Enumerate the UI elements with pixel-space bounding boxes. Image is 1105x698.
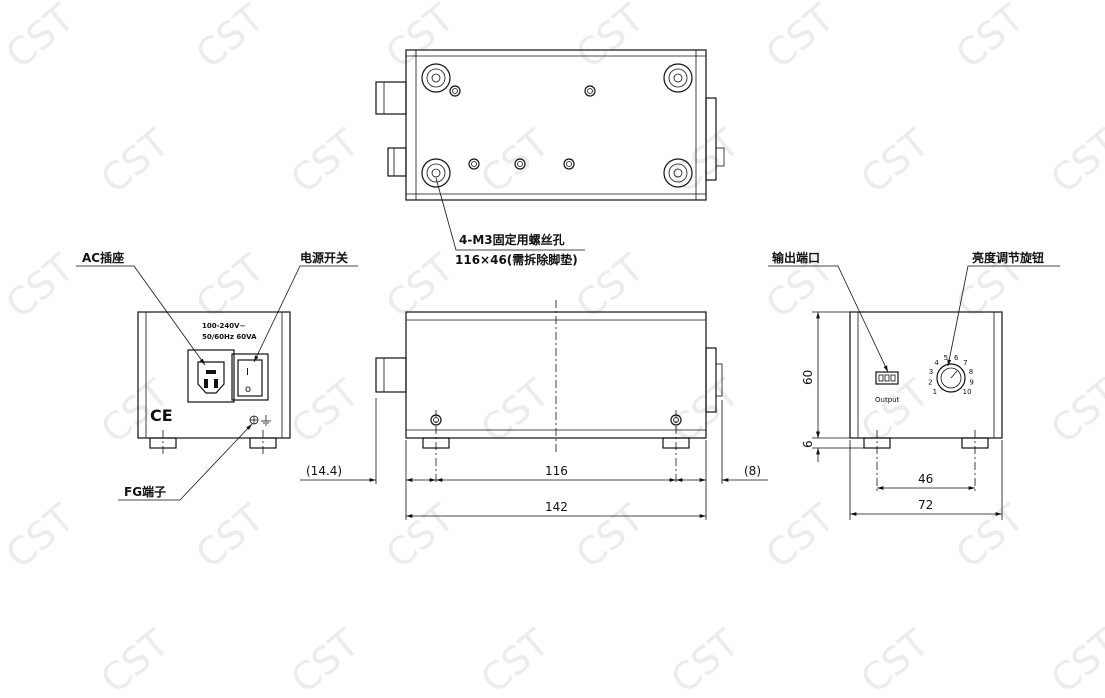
output-text: Output xyxy=(875,396,900,404)
dim-total-length: 142 xyxy=(545,500,568,514)
dim-right-offset: (8) xyxy=(744,464,761,478)
knob-scale-number: 6 xyxy=(954,354,959,362)
switch-on-mark: I xyxy=(246,367,249,378)
dim-foot-height: 6 xyxy=(801,440,815,448)
watermark-text: CST xyxy=(378,245,463,327)
mount-size-label: 116×46(需拆除脚垫) xyxy=(455,252,578,267)
knob-scale-number: 5 xyxy=(944,354,948,362)
output-port: Output xyxy=(875,371,900,404)
watermark-text: CST xyxy=(948,495,1033,577)
watermark-text: CST xyxy=(853,370,938,452)
dim-total-width: 72 xyxy=(918,498,933,512)
side-view: (14.4) 116 (8) 142 xyxy=(300,300,768,520)
dim-mount-spacing: 116 xyxy=(545,464,568,478)
watermark-text: CST xyxy=(0,0,83,77)
watermark-text: CST xyxy=(283,120,368,202)
watermark-text: CST xyxy=(93,620,178,698)
watermark-text: CST xyxy=(1043,120,1105,202)
knob-scale-number: 1 xyxy=(933,388,937,396)
output-port-label: 输出端口 xyxy=(772,250,820,265)
watermark-text: CST xyxy=(853,120,938,202)
rating-line-1: 100-240V~ xyxy=(202,322,246,330)
foot-top-right xyxy=(663,63,693,93)
watermark-text: CST xyxy=(1043,370,1105,452)
mount-holes-label: 4-M3固定用螺丝孔 xyxy=(459,232,565,247)
brightness-knob-label: 亮度调节旋钮 xyxy=(972,250,1044,265)
watermark-text: CST xyxy=(758,495,843,577)
watermark-text: CST xyxy=(758,0,843,77)
watermark-text: CST xyxy=(188,245,273,327)
watermark-text: CST xyxy=(378,495,463,577)
watermark-text: CST xyxy=(283,370,368,452)
watermark-text: CST xyxy=(0,245,83,327)
watermark-text: CST xyxy=(1043,620,1105,698)
watermark-text: CST xyxy=(568,495,653,577)
watermark-text: CST xyxy=(663,370,748,452)
knob-scale-number: 10 xyxy=(963,388,972,396)
ac-socket xyxy=(187,349,235,403)
dim-left-offset: (14.4) xyxy=(306,464,342,478)
knob-scale-number: 9 xyxy=(969,379,973,387)
foot-top-left xyxy=(421,63,451,93)
watermark-text: CST xyxy=(378,0,463,77)
watermark-text: CST xyxy=(188,495,273,577)
watermark-text: CST xyxy=(853,620,938,698)
foot-bottom-right xyxy=(663,158,693,188)
watermark-text: CST xyxy=(188,0,273,77)
ac-socket-label: AC插座 xyxy=(82,250,124,265)
watermark-text: CST xyxy=(283,620,368,698)
power-switch-label: 电源开关 xyxy=(300,250,348,265)
switch-off-mark: o xyxy=(245,384,251,395)
dim-foot-spacing: 46 xyxy=(918,472,933,486)
knob-scale-number: 3 xyxy=(929,368,933,376)
power-switch: I o xyxy=(231,353,269,401)
watermark-text: CST xyxy=(473,620,558,698)
foot-bottom-left xyxy=(421,158,451,188)
watermark-text: CST xyxy=(473,120,558,202)
watermark-text: CST xyxy=(663,620,748,698)
watermark-text: CST xyxy=(663,120,748,202)
watermark-text: CST xyxy=(568,0,653,77)
knob-scale-number: 7 xyxy=(963,359,967,367)
dim-height: 60 xyxy=(801,370,815,385)
watermark-text: CST xyxy=(93,120,178,202)
top-view: 4-M3固定用螺丝孔 116×46(需拆除脚垫) xyxy=(375,49,725,267)
knob-scale-number: 8 xyxy=(969,368,973,376)
fg-terminal-label: FG端子 xyxy=(124,484,166,499)
watermark-text: CST xyxy=(948,0,1033,77)
watermark-text: CST xyxy=(568,245,653,327)
rating-line-2: 50/60Hz 60VA xyxy=(202,333,257,341)
watermark-text: CST xyxy=(0,495,83,577)
knob-scale-number: 2 xyxy=(928,379,932,387)
ce-mark: CE xyxy=(150,406,173,425)
knob-scale-number: 4 xyxy=(934,359,939,367)
rear-view: 100-240V~ 50/60Hz 60VA I o CE xyxy=(76,250,358,501)
watermark-text: CST xyxy=(473,370,558,452)
fg-terminal-icon xyxy=(249,415,271,426)
